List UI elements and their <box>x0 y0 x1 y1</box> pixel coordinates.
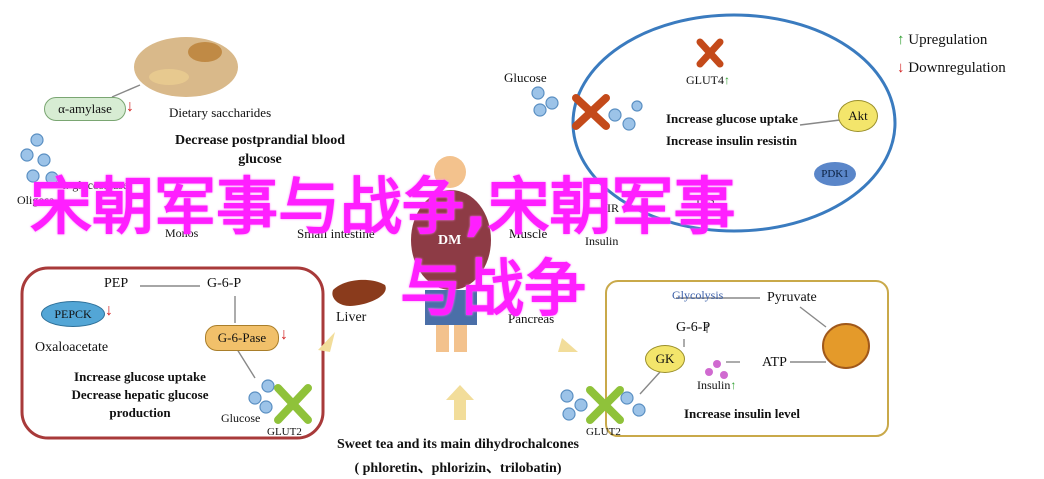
dietary-saccharides-label: Dietary saccharides <box>169 105 272 120</box>
food-image <box>134 37 238 97</box>
alpha-amylase-label: α-amylase <box>58 101 112 116</box>
pdk-label: PDK1 <box>821 168 849 180</box>
decrease-blood-glucose-label: Decrease postprandial blood glucose <box>174 133 346 167</box>
oxaloacetate-label: Oxaloacetate <box>35 340 109 355</box>
pepck-badge: PEPCK <box>41 301 105 327</box>
caption-line-1: Sweet tea and its main dihydrochalcones <box>336 437 580 452</box>
liver-effect-2: Decrease hepatic glucose <box>71 387 209 402</box>
glut2-transporter-liver <box>274 384 312 424</box>
down-arrow-icon: ↓ <box>105 302 113 319</box>
muscle-glucose-dots <box>531 86 643 131</box>
glut2-transporter-pancreas <box>586 386 624 424</box>
caption-line-2: ( phloretin、phlorizin、trilobatin) <box>354 461 562 476</box>
up-arrow-icon: ↑ <box>724 73 730 87</box>
monosaccharide-label: Monos <box>165 226 199 240</box>
up-arrow-icon: ↑ <box>897 32 905 48</box>
small-intestine-label: Small intestine <box>297 226 375 241</box>
pancreas-label: Pancreas <box>508 311 555 326</box>
legend-upregulation: ↑ Upregulation <box>897 32 987 49</box>
pancreas-glut2-label: GLUT2 <box>586 426 621 438</box>
increase-glucose-uptake-label: Increase glucose uptake <box>666 111 798 126</box>
oligosaccharide-label: Oligosa <box>17 193 55 207</box>
insulin-dots <box>705 360 728 379</box>
increase-insulin-level-label: Increase insulin level <box>684 406 801 421</box>
watermark-line-1: 宋朝军事与战争,宋朝军事 <box>30 170 736 243</box>
muscle-insulin-label: Insulin <box>585 234 619 248</box>
glut-transporter-top <box>572 94 610 130</box>
down-arrow-icon: ↓ <box>126 98 134 115</box>
gk-badge: GK <box>645 345 685 373</box>
liver-glucose-dots <box>248 379 275 414</box>
liver-glut2-label: GLUT2 <box>267 426 302 438</box>
dm-label: DM <box>438 233 462 248</box>
akt-badge: Akt <box>838 100 878 132</box>
pep-label: PEP <box>104 276 129 291</box>
alpha-glucosidase-label: α-glucosidase <box>62 178 129 192</box>
increase-insulin-resistin-label: Increase insulin resistin <box>666 133 797 148</box>
up-arrow-icon: ↑ <box>730 378 737 392</box>
liver-cell-outline <box>20 266 325 440</box>
pancreas-glucose-dots <box>560 389 646 421</box>
legend-up-label: Upregulation <box>908 32 988 48</box>
muscle-glucose-label: Glucose <box>504 70 547 85</box>
down-arrow-icon: ↓ <box>280 326 288 343</box>
irs-label: IRS <box>696 193 715 207</box>
liver-organ <box>332 279 386 306</box>
person-illustration <box>411 156 491 352</box>
pepck-label: PEPCK <box>54 306 92 321</box>
oligosaccharide-dots <box>20 133 59 185</box>
legend-downregulation: ↓ Downregulation <box>897 60 1006 77</box>
muscle-label: Muscle <box>509 226 548 241</box>
liver-label: Liver <box>336 310 367 325</box>
ir-label: IR <box>607 201 619 215</box>
liver-effect-1: Increase glucose uptake <box>74 369 206 384</box>
akt-label: Akt <box>848 108 868 123</box>
pancreas-insulin-label: Insulin↑ <box>697 378 736 393</box>
liver-effect-3: production <box>109 405 171 420</box>
glut4-text: GLUT4 <box>686 73 724 87</box>
mitochondria-icon <box>822 323 870 369</box>
pyruvate-label: Pyruvate <box>767 290 817 305</box>
glut4-label: GLUT4↑ <box>686 73 730 88</box>
alpha-amylase-chip: α-amylase <box>44 97 126 121</box>
glycolysis-label: Glycolysis <box>672 288 724 302</box>
legend-down-label: Downregulation <box>908 60 1006 76</box>
atp-label: ATP <box>762 355 787 370</box>
watermark-line-2: 与战争 <box>400 252 587 325</box>
insulin-text: Insulin <box>697 378 731 392</box>
g6pase-label: G-6-Pase <box>217 330 267 345</box>
liver-g6p-label: G-6-P <box>207 276 242 291</box>
pancreas-g6p-label: G-6-P <box>676 320 711 335</box>
flow-arrows <box>318 332 578 420</box>
gk-label: GK <box>655 351 675 366</box>
down-arrow-icon: ↓ <box>897 60 905 76</box>
pdk-badge: PDK1 <box>814 162 856 186</box>
pancreas-cell-outline <box>605 280 889 437</box>
liver-glucose-label: Glucose <box>221 411 261 425</box>
glut4-transporter <box>696 38 724 68</box>
g6pase-chip: G-6-Pase <box>205 325 279 351</box>
muscle-cell-outline <box>571 13 897 233</box>
